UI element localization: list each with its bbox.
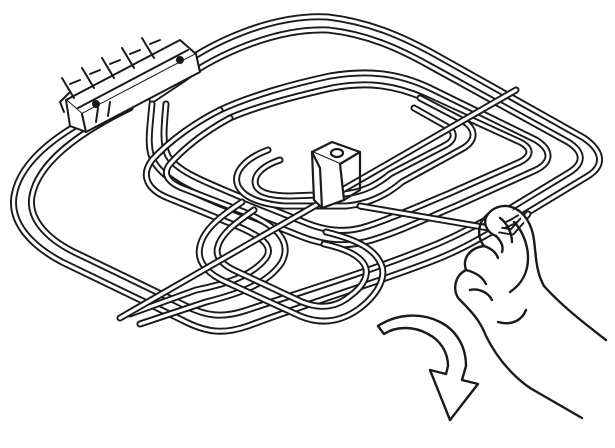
hand-icon [454,204,608,420]
curved-arrow-icon [376,314,480,422]
mounting-bracket-icon [310,140,362,210]
terminal-block-icon [59,37,201,133]
heating-element-icon [10,13,603,335]
